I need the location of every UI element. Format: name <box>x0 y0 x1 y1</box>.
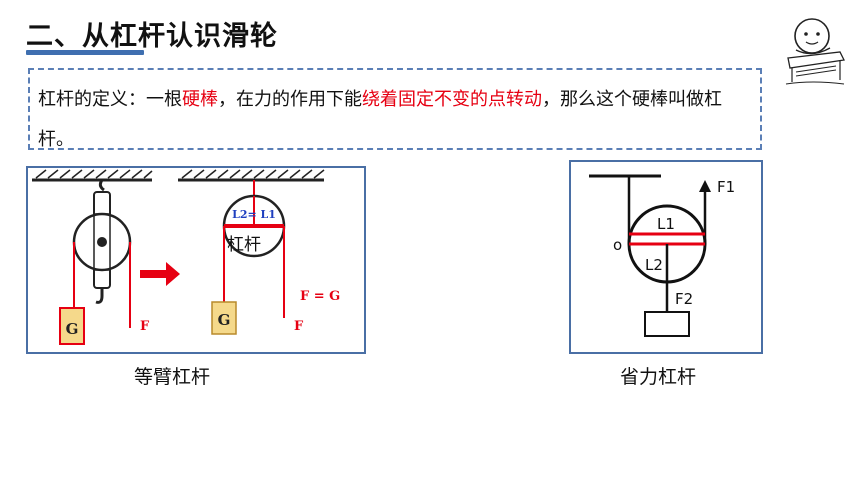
lever-arm-formula: L2= L1 <box>232 208 276 221</box>
definition-emphasis-rigid-rod: 硬棒 <box>182 89 218 110</box>
force-label-left: F <box>140 319 150 334</box>
force-f2-label: F2 <box>675 290 693 308</box>
lever-definition-box: 杠杆的定义：一根硬棒，在力的作用下能绕着固定不变的点转动，那么这个硬棒叫做杠杆。 <box>28 68 762 150</box>
fixed-pulley-panel: G F L2= L1 杠杆 G F F = G <box>26 166 366 354</box>
definition-text-2: ，在力的作用下能 <box>218 89 362 110</box>
ceiling-right <box>178 169 325 182</box>
definition-text-3: ，那么这个硬棒叫做杠杆。 <box>38 89 722 150</box>
title-underline <box>26 50 144 55</box>
load-block <box>644 311 690 337</box>
right-arrow-icon <box>140 262 180 286</box>
up-arrow-icon <box>699 180 711 192</box>
force-label-right: F <box>294 319 304 334</box>
mascot-doodle-icon <box>785 18 845 85</box>
force-equation: F = G <box>300 289 340 304</box>
weight-block-left <box>59 307 85 345</box>
pivot-o-label: o <box>613 236 622 254</box>
lever-word-label: 杠杆 <box>227 235 261 255</box>
arm-l1-label: L1 <box>657 215 675 233</box>
caption-equal-arm-lever: 等臂杠杆 <box>134 366 211 388</box>
fixed-pulley-diagram: G F L2= L1 杠杆 G F F = G <box>32 169 340 345</box>
movable-pulley-panel: F1 L1 o L2 F2 <box>569 160 763 354</box>
page-title: 二、从杠杆认识滑轮 <box>26 21 278 52</box>
pulley-with-hook <box>72 179 132 304</box>
weight-label-right: G <box>218 311 231 329</box>
definition-text-1: 杠杆的定义：一根 <box>38 89 182 110</box>
ceiling-left <box>32 169 153 182</box>
weight-label-left: G <box>66 320 79 338</box>
arm-l2-label: L2 <box>645 256 663 274</box>
caption-force-saving-lever: 省力杠杆 <box>620 366 697 388</box>
page-title-block: 二、从杠杆认识滑轮 <box>26 14 278 55</box>
movable-pulley-diagram: F1 L1 o L2 F2 <box>589 174 735 337</box>
weight-block-right <box>211 301 237 335</box>
force-f1-label: F1 <box>717 178 735 196</box>
definition-emphasis-fixed-point: 绕着固定不变的点转动 <box>362 89 542 110</box>
